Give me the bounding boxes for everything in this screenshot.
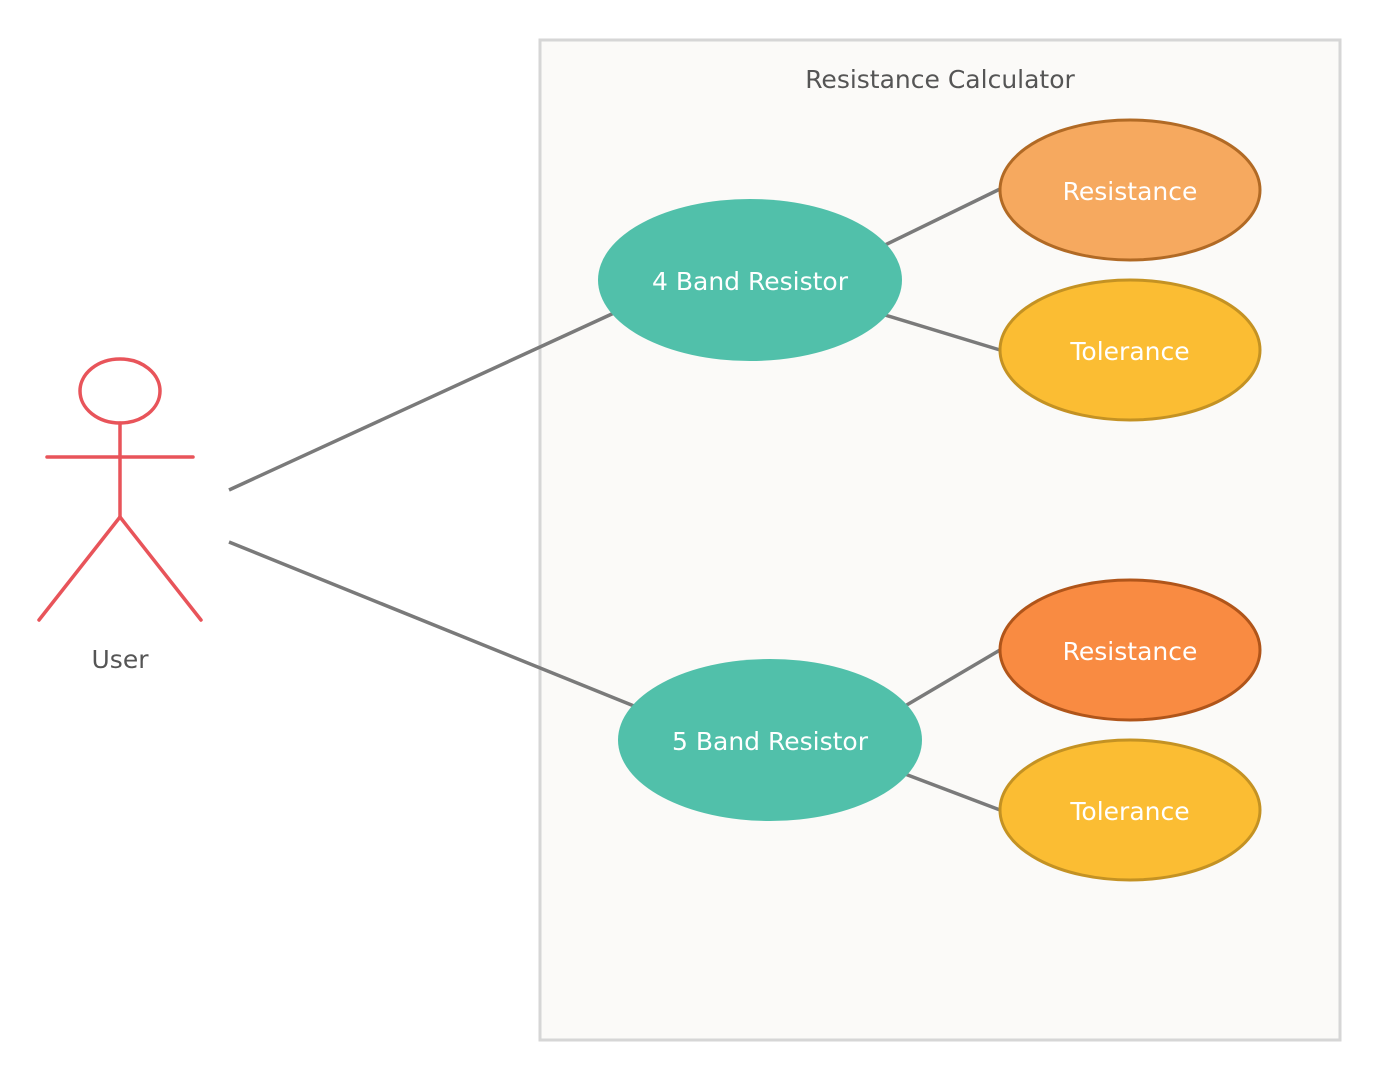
use-case-5-band-resistor-label: 5 Band Resistor <box>672 727 869 756</box>
actor-label: User <box>92 645 150 674</box>
use-case-5-band-resistor-shape <box>618 659 922 821</box>
association-user-4-band[interactable] <box>228 311 615 492</box>
association-5-band-resistance[interactable] <box>904 648 1001 708</box>
use-case-4-band-resistance-shape <box>998 118 1262 262</box>
use-case-4-band-resistance[interactable]: Resistance <box>998 118 1262 262</box>
use-case-4-band-tolerance-label: Tolerance <box>1069 337 1189 366</box>
actor-left-leg <box>37 515 122 622</box>
system-title: Resistance Calculator <box>805 65 1075 94</box>
association-5-band-tolerance[interactable] <box>904 772 1001 812</box>
use-case-4-band-resistor-label: 4 Band Resistor <box>652 267 849 296</box>
use-case-4-band-tolerance[interactable]: Tolerance <box>998 278 1262 422</box>
use-case-4-band-tolerance-shape <box>998 278 1262 422</box>
use-case-4-band-resistor-shape <box>598 199 902 361</box>
actor-right-leg <box>118 515 203 622</box>
use-case-5-band-resistance-label: Resistance <box>1063 637 1198 666</box>
use-case-4-band-resistor[interactable]: 4 Band Resistor <box>598 199 902 361</box>
use-case-5-band-resistor[interactable]: 5 Band Resistor <box>618 659 922 821</box>
use-case-5-band-tolerance-label: Tolerance <box>1069 797 1189 826</box>
use-case-4-band-resistance-label: Resistance <box>1063 177 1198 206</box>
association-4-band-resistance[interactable] <box>884 187 1001 247</box>
use-case-5-band-tolerance-shape <box>998 738 1262 882</box>
actor-head-shape <box>78 357 162 425</box>
associations <box>228 187 1001 812</box>
use-case-5-band-resistance[interactable]: Resistance <box>998 578 1262 722</box>
association-user-5-band[interactable] <box>228 540 635 708</box>
actor-user[interactable]: User <box>37 357 203 674</box>
use-case-5-band-tolerance[interactable]: Tolerance <box>998 738 1262 882</box>
association-4-band-tolerance[interactable] <box>884 313 1001 352</box>
use-case-5-band-resistance-shape <box>998 578 1262 722</box>
